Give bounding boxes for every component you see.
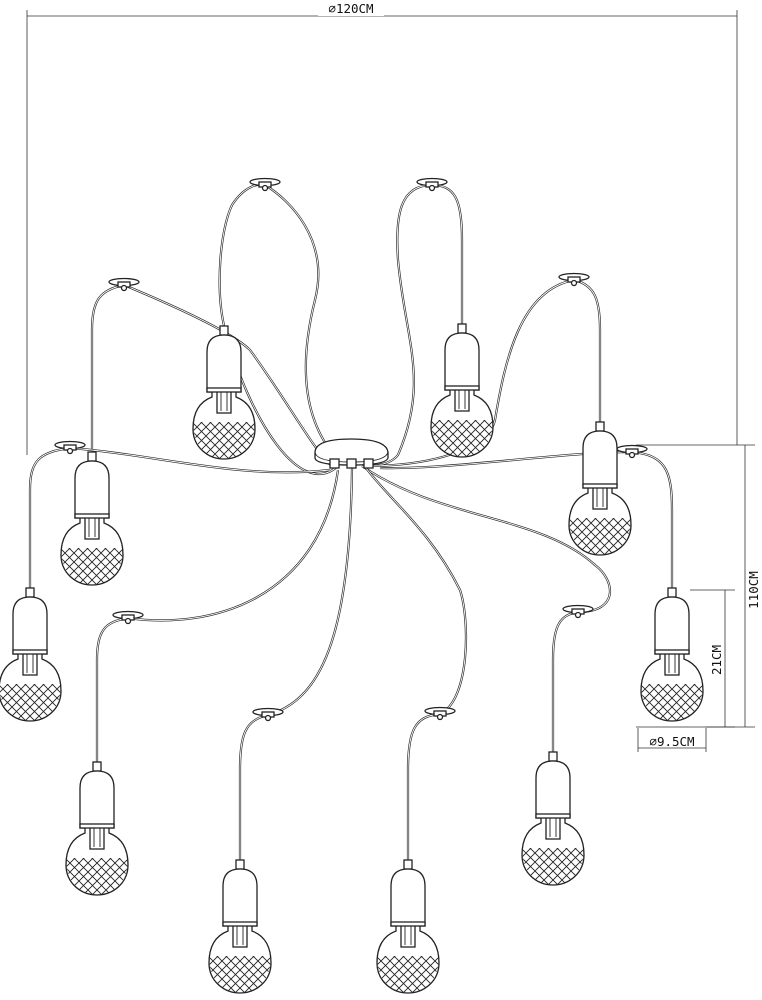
bulb-diameter-dimension: ⌀9.5CM	[637, 728, 707, 752]
bulb-5	[0, 650, 62, 722]
cable-core-4	[431, 184, 463, 330]
cable-core-7	[29, 447, 71, 595]
cable-5	[90, 283, 125, 460]
bulb-diameter-label: ⌀9.5CM	[649, 734, 694, 749]
pendant-lamp-2	[430, 323, 494, 458]
cable-core-15	[96, 617, 129, 770]
cable-16	[127, 469, 340, 622]
bulb-8	[65, 824, 129, 896]
pendant-lamp-5	[0, 587, 62, 722]
ceiling-hooks	[54, 177, 648, 722]
cable-15	[95, 616, 129, 770]
pendant-lamp-4	[568, 421, 632, 556]
cable-core-18	[267, 467, 353, 716]
lamp-height-label: 21CM	[709, 645, 724, 675]
bulb-4	[568, 484, 632, 556]
pendant-lamp-9	[208, 859, 272, 994]
ceiling-hook-6	[616, 444, 648, 459]
ceiling-hook-2	[416, 177, 448, 192]
cable-17	[238, 713, 269, 868]
cable-2	[264, 184, 341, 463]
cable-core-6	[123, 284, 333, 467]
pendant-lamps	[0, 323, 704, 994]
cable-core-3	[365, 184, 433, 467]
bulb-3	[60, 514, 124, 586]
pendant-lamp-3	[60, 451, 124, 586]
cable-core-14	[361, 465, 611, 613]
cable-core-10	[573, 279, 601, 430]
cable-13	[551, 610, 579, 760]
bulb-1	[192, 388, 256, 460]
cable-10	[573, 278, 602, 430]
lamp-height-dimension: 21CM	[690, 589, 735, 728]
cable-core-2	[264, 184, 341, 463]
diameter-label: ⌀120CM	[328, 1, 373, 16]
cable-core-13	[552, 611, 579, 760]
ceiling-hook-7	[562, 604, 594, 619]
bulb-2	[430, 386, 494, 458]
cable-19	[406, 712, 441, 868]
height-dimension: 110CM	[636, 444, 761, 728]
bulb-6	[640, 650, 704, 722]
cable-core-17	[239, 714, 269, 868]
ceiling-hook-5	[54, 440, 86, 455]
ceiling-hook-8	[112, 610, 144, 625]
bulb-10	[376, 922, 440, 994]
cable-core-5	[91, 284, 125, 460]
bulb-9	[208, 922, 272, 994]
cable-core-19	[407, 713, 441, 868]
pendant-lamp-7	[521, 751, 585, 886]
ceiling-hook-3	[108, 277, 140, 292]
canopy	[314, 438, 389, 469]
cable-core-1	[219, 184, 339, 475]
cable-4	[431, 183, 464, 330]
bulb-7	[521, 814, 585, 886]
cable-20	[365, 467, 468, 715]
cable-core-9	[371, 279, 575, 467]
ceiling-hook-1	[249, 177, 281, 192]
cable-core-20	[365, 467, 467, 715]
cables	[28, 183, 674, 868]
ceiling-hook-4	[558, 272, 590, 287]
cable-18	[267, 467, 354, 717]
cable-7	[28, 446, 71, 595]
cable-core-8	[69, 447, 331, 473]
ceiling-hook-10	[424, 706, 456, 721]
pendant-lamp-8	[65, 761, 129, 896]
cable-core-16	[127, 469, 339, 621]
height-label: 110CM	[746, 571, 761, 609]
ceiling-hook-9	[252, 707, 284, 722]
pendant-lamp-10	[376, 859, 440, 994]
pendant-lamp-6	[640, 587, 704, 722]
diameter-dimension: ⌀120CM	[26, 1, 738, 455]
cable-3	[365, 183, 433, 468]
cable-12	[631, 450, 674, 595]
cable-core-12	[631, 451, 673, 595]
